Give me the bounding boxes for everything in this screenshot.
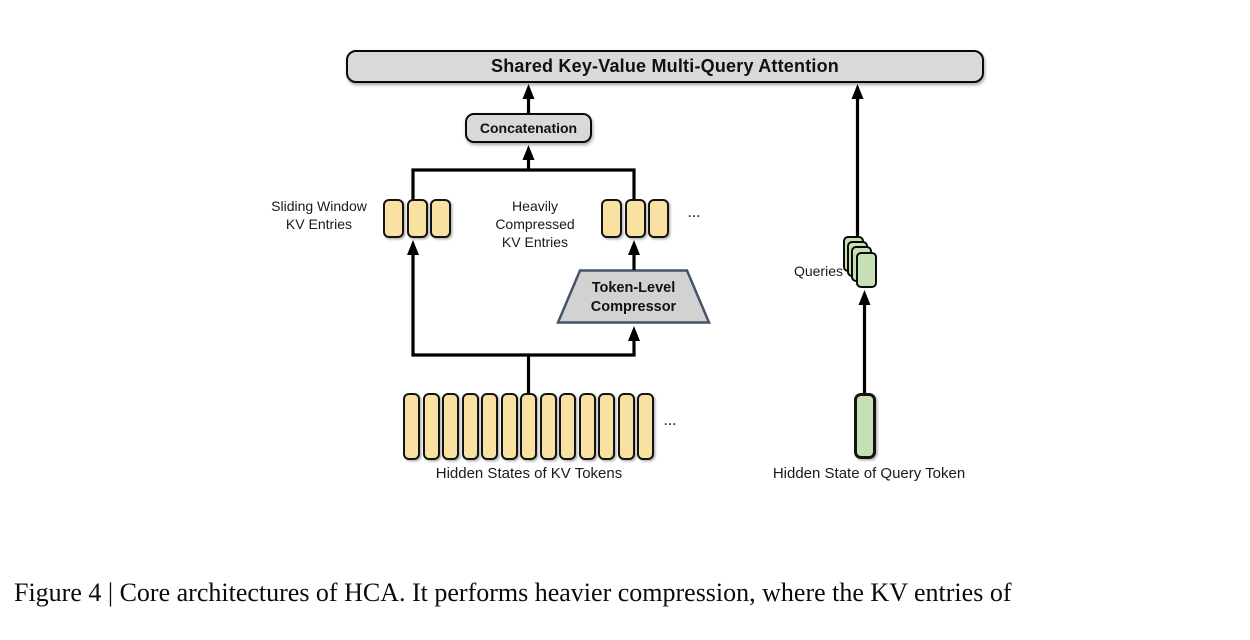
compressed-kv-token: [624, 199, 646, 238]
kv-token: [422, 393, 440, 460]
query-token: [854, 393, 876, 459]
sliding-window-kv-token: [406, 199, 428, 238]
kv-token: [539, 393, 557, 460]
kv-token: [500, 393, 518, 460]
branch-upper: [411, 168, 636, 200]
ellipsis-kv-row: ...: [664, 414, 678, 428]
kv-token: [617, 393, 635, 460]
compressed-kv-group: [601, 199, 669, 238]
compressed-kv-token: [601, 199, 622, 238]
attention-box: Shared Key-Value Multi-Query Attention: [346, 50, 984, 83]
kv-token: [578, 393, 596, 460]
kv-tokens-label: Hidden States of KV Tokens: [435, 465, 623, 482]
token-level-compressor-label: Token-Level Compressor: [590, 280, 677, 315]
kv-token: [559, 393, 576, 460]
kv-token: [442, 393, 459, 460]
sliding-window-kv-token: [383, 199, 404, 238]
kv-token: [598, 393, 615, 460]
compressed-kv-token: [648, 199, 669, 238]
kv-token-row: [403, 393, 654, 460]
queries-stack: [843, 236, 878, 289]
sliding-window-kv-group: [383, 199, 451, 238]
ellipsis-compressed: ...: [688, 206, 702, 220]
caption-line: Figure 4 | Core architectures of HCA. It…: [14, 578, 1012, 607]
kv-token: [637, 393, 654, 460]
sliding-window-label: Sliding Window KV Entries: [271, 198, 367, 232]
query-token-label: Hidden State of Query Token: [772, 465, 966, 482]
kv-token: [520, 393, 537, 460]
concatenation-box: Concatenation: [465, 113, 592, 143]
queries-label: Queries: [793, 263, 843, 279]
query-card: [856, 252, 877, 288]
figure-caption: Figure 4 | Core architectures of HCA. It…: [14, 508, 1240, 640]
compressed-label: Heavily Compressed KV Entries: [495, 198, 575, 250]
kv-token: [481, 393, 498, 460]
sliding-window-kv-token: [430, 199, 451, 238]
kv-token: [403, 393, 420, 460]
kv-token: [461, 393, 479, 460]
